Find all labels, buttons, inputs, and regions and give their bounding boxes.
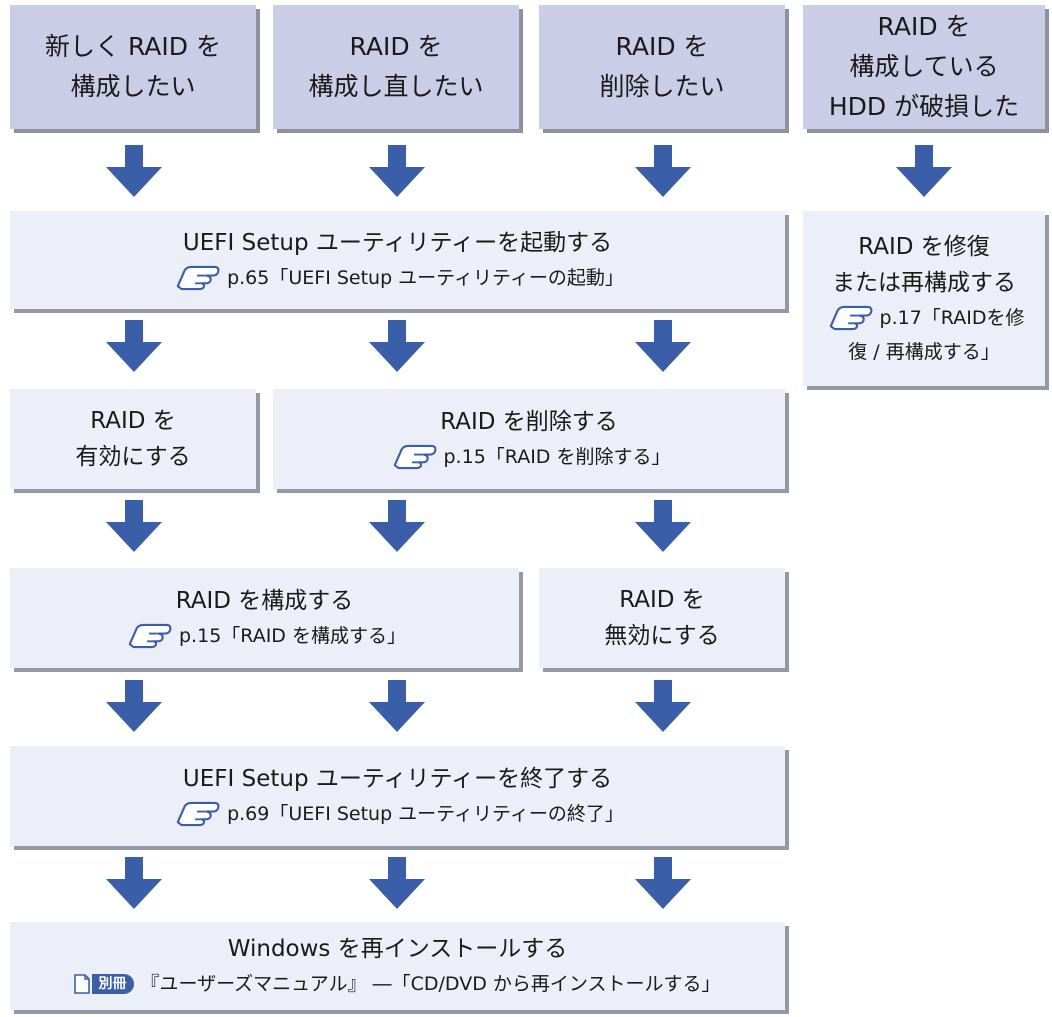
pointing-hand-icon	[176, 801, 220, 827]
step-raid-enable-line1: RAID を	[90, 408, 176, 434]
separate-volume-badge: 別冊	[74, 974, 135, 994]
arrow-down-icon	[106, 857, 162, 909]
step-windows-reinstall-ref-text[interactable]: 『ユーザーズマニュアル』 ―「CD/DVD から再インストールする」	[140, 973, 721, 995]
step-raid-build: RAID を構成する p.15「RAID を構成する」	[10, 568, 519, 668]
step-raid-repair-ref1[interactable]: p.17「RAIDを修	[879, 306, 1025, 329]
step-raid-enable-line2: 有効にする	[75, 444, 191, 470]
step-raid-repair-ref2[interactable]: 復 / 再構成する」	[848, 340, 1000, 363]
pointing-hand-icon	[176, 265, 220, 291]
arrow-down-icon	[369, 857, 425, 909]
header-new-raid: 新しく RAID を 構成したい	[10, 5, 256, 129]
arrow-down-icon	[106, 320, 162, 372]
arrow-down-icon	[369, 320, 425, 372]
arrow-down-icon	[635, 857, 691, 909]
header-rebuild-raid: RAID を 構成し直したい	[273, 5, 519, 129]
step-raid-build-title: RAID を構成する	[175, 588, 354, 614]
pointing-hand-icon	[393, 444, 436, 470]
arrow-down-icon	[369, 500, 425, 552]
step-uefi-end-reference[interactable]: p.69「UEFI Setup ユーティリティーの終了」	[171, 797, 624, 831]
step-uefi-end-title: UEFI Setup ユーティリティーを終了する	[182, 766, 613, 792]
step-raid-disable: RAID を 無効にする	[539, 568, 785, 668]
step-uefi-end: UEFI Setup ユーティリティーを終了する p.69「UEFI Setup…	[10, 746, 785, 846]
step-uefi-start: UEFI Setup ユーティリティーを起動する p.65「UEFI Setup…	[10, 211, 785, 309]
step-windows-reinstall-title: Windows を再インストールする	[227, 936, 568, 962]
step-raid-disable-line1: RAID を	[619, 587, 705, 613]
step-raid-build-reference[interactable]: p.15「RAID を構成する」	[123, 619, 406, 653]
pointing-hand-icon	[829, 305, 872, 330]
header-hdd-damaged: RAID を 構成している HDD が破損した	[803, 5, 1045, 129]
header-hdd-damaged-line1: RAID を	[877, 12, 971, 41]
arrow-down-icon	[106, 500, 162, 552]
step-uefi-start-title: UEFI Setup ユーティリティーを起動する	[182, 230, 613, 256]
manual-book-icon	[74, 974, 91, 994]
arrow-down-icon	[635, 680, 691, 732]
arrow-down-icon	[106, 145, 162, 197]
header-delete-raid-line2: 削除したい	[599, 72, 725, 101]
arrow-down-icon	[896, 145, 952, 197]
step-uefi-start-ref-text[interactable]: p.65「UEFI Setup ユーティリティーの起動」	[227, 267, 624, 289]
arrow-down-icon	[369, 680, 425, 732]
step-raid-delete-title: RAID を削除する	[440, 409, 618, 435]
step-windows-reinstall: Windows を再インストールする 別冊 『ユーザーズマニュアル』 ―「CD/…	[10, 922, 785, 1010]
arrow-down-icon	[635, 145, 691, 197]
step-uefi-start-reference[interactable]: p.65「UEFI Setup ユーティリティーの起動」	[171, 261, 624, 295]
header-delete-raid: RAID を 削除したい	[539, 5, 785, 129]
header-new-raid-line1: 新しく RAID を	[45, 32, 221, 61]
step-raid-enable: RAID を 有効にする	[10, 389, 256, 489]
step-raid-disable-line2: 無効にする	[604, 623, 720, 649]
arrow-down-icon	[635, 500, 691, 552]
step-raid-delete: RAID を削除する p.15「RAID を削除する」	[273, 389, 785, 489]
header-rebuild-raid-line2: 構成し直したい	[308, 72, 484, 101]
step-windows-reinstall-reference[interactable]: 別冊 『ユーザーズマニュアル』 ―「CD/DVD から再インストールする」	[74, 967, 721, 1001]
arrow-down-icon	[635, 320, 691, 372]
arrow-down-icon	[369, 145, 425, 197]
step-raid-repair-reference[interactable]: p.17「RAIDを修	[824, 301, 1025, 335]
separate-volume-label: 別冊	[92, 974, 135, 994]
step-raid-repair: RAID を修復 または再構成する p.17「RAIDを修 復 / 再構成する」	[803, 211, 1045, 386]
step-uefi-end-ref-text[interactable]: p.69「UEFI Setup ユーティリティーの終了」	[227, 803, 624, 825]
step-raid-delete-ref-text[interactable]: p.15「RAID を削除する」	[443, 446, 671, 468]
header-rebuild-raid-line1: RAID を	[349, 32, 443, 61]
step-raid-repair-line2: または再構成する	[832, 269, 1016, 296]
header-delete-raid-line1: RAID を	[615, 32, 709, 61]
pointing-hand-icon	[128, 623, 172, 649]
step-raid-build-ref-text[interactable]: p.15「RAID を構成する」	[179, 625, 406, 647]
step-raid-repair-line1: RAID を修復	[858, 233, 990, 260]
header-hdd-damaged-line3: HDD が破損した	[828, 92, 1020, 121]
header-hdd-damaged-line2: 構成している	[849, 52, 999, 81]
step-raid-delete-reference[interactable]: p.15「RAID を削除する」	[388, 440, 671, 474]
header-new-raid-line2: 構成したい	[70, 72, 196, 101]
arrow-down-icon	[106, 680, 162, 732]
